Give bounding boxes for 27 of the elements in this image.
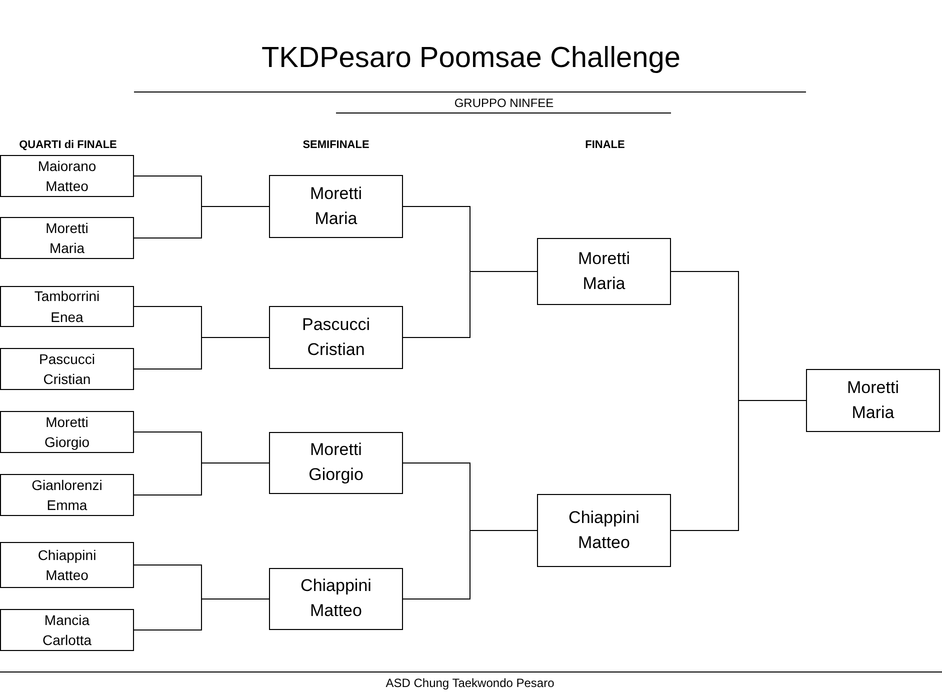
competitor-box: Maiorano Matteo xyxy=(0,155,134,197)
competitor-box: Moretti Maria xyxy=(269,175,403,238)
bracket-line xyxy=(134,206,270,238)
bracket-line xyxy=(402,271,538,338)
title: TKDPesaro Poomsae Challenge xyxy=(260,42,682,75)
competitor-box: Chiappini Matteo xyxy=(537,494,671,567)
bracket-line xyxy=(670,400,806,531)
round-heading: FINALE xyxy=(585,139,625,151)
bracket-line xyxy=(134,462,270,496)
competitor-box: Moretti Maria xyxy=(0,217,134,259)
bracket-line xyxy=(402,530,538,600)
round-heading: SEMIFINALE xyxy=(302,139,370,151)
competitor-box: Moretti Giorgio xyxy=(0,411,134,453)
competitor-box: Chiappini Matteo xyxy=(269,568,403,630)
footer-text: ASD Chung Taekwondo Pesaro xyxy=(386,676,554,690)
competitor-box: Tamborrini Enea xyxy=(0,286,134,327)
group-heading: GRUPPO NINFEE xyxy=(454,96,554,110)
competitor-box: Pascucci Cristian xyxy=(0,348,134,390)
competitor-box: Mancia Carlotta xyxy=(0,609,134,651)
competitor-box: Pascucci Cristian xyxy=(269,306,403,369)
competitor-box: Chiappini Matteo xyxy=(0,542,134,588)
competitor-box: Moretti Maria xyxy=(806,369,940,432)
competitor-box: Moretti Giorgio xyxy=(269,432,403,494)
bracket-line xyxy=(134,337,270,370)
competitor-box: Gianlorenzi Emma xyxy=(0,474,134,516)
bracket-line xyxy=(134,598,270,630)
competitor-box: Moretti Maria xyxy=(537,238,671,305)
